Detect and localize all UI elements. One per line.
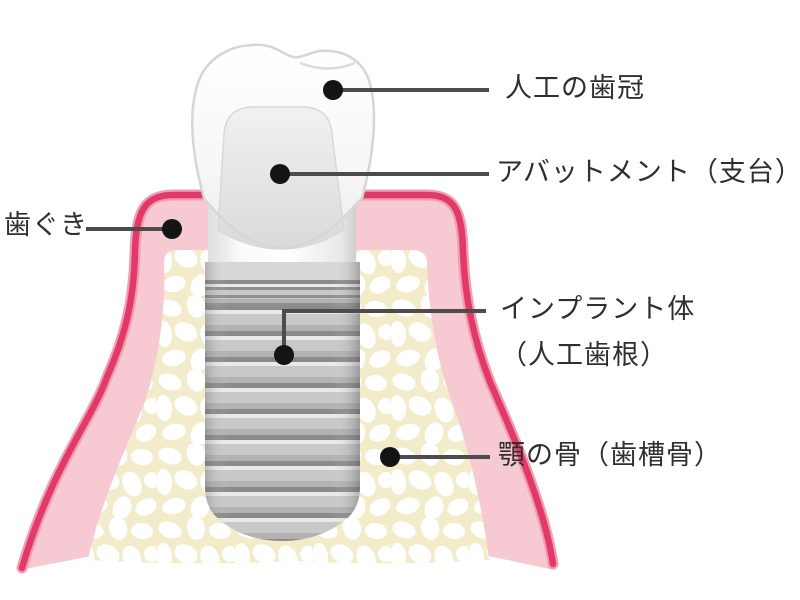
crown-cusp-detail	[299, 61, 356, 70]
crown-callout-dot	[323, 80, 343, 100]
jawbone-callout-dot	[380, 447, 400, 467]
implant-shading	[205, 262, 360, 541]
crown-outline	[191, 43, 376, 250]
label-implant-body-line2: （人工歯根）	[500, 340, 668, 370]
implant-callout-dot	[274, 345, 294, 365]
callouts	[86, 80, 490, 467]
gum-border-right	[348, 191, 557, 568]
gum-border-left	[18, 191, 242, 572]
abutment-callout-dot	[270, 164, 290, 184]
label-abutment: アバットメント（支台）	[496, 157, 800, 187]
label-crown: 人工の歯冠	[505, 73, 645, 103]
label-implant-body-line1: インプラント体	[500, 294, 696, 324]
label-jawbone: 顎の骨（歯槽骨）	[498, 440, 722, 470]
label-gum: 歯ぐき	[4, 210, 88, 240]
gum-callout-dot	[162, 219, 182, 239]
implant-connector-line	[282, 309, 486, 347]
